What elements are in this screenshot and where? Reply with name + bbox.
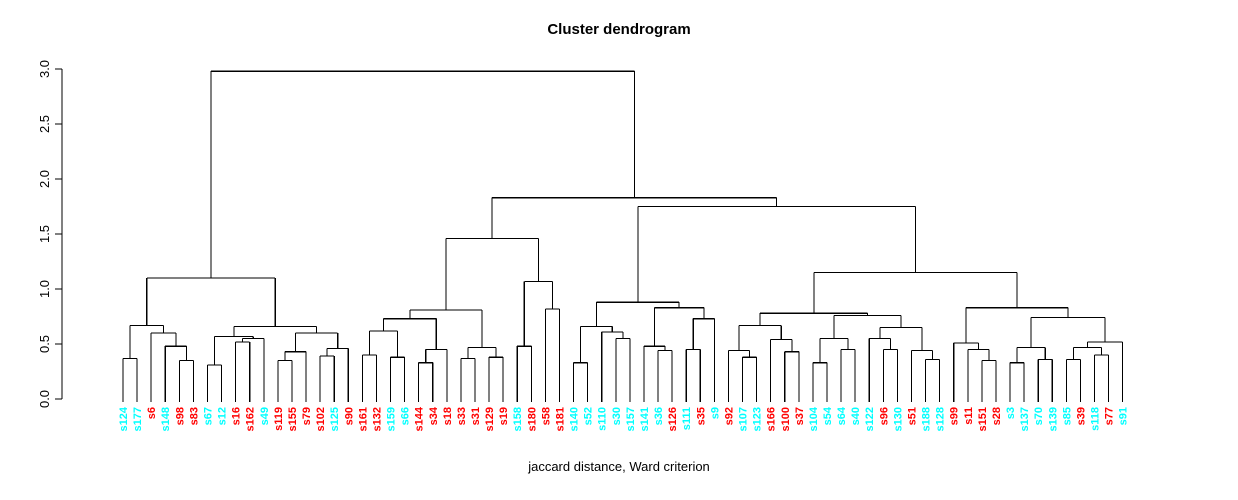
- leaf-label: s37: [794, 407, 806, 425]
- leaf-label: s39: [1075, 407, 1087, 425]
- leaf-label: s58: [540, 407, 552, 425]
- leaf-label: s144: [414, 406, 426, 431]
- leaf-label: s140: [569, 407, 581, 431]
- leaf-label: s161: [357, 407, 369, 431]
- leaf-label: s124: [118, 406, 130, 431]
- leaf-label: s16: [231, 407, 243, 425]
- leaf-label: s19: [498, 407, 510, 425]
- leaf-label: s3: [1005, 407, 1017, 419]
- leaf-label: s91: [1118, 407, 1130, 425]
- leaf-label: s6: [146, 407, 158, 419]
- leaf-label: s125: [329, 407, 341, 431]
- leaf-label: s33: [456, 407, 468, 425]
- leaf-label: s137: [1019, 407, 1031, 431]
- leaf-label: s40: [850, 407, 862, 425]
- leaf-label: s181: [554, 407, 566, 431]
- leaf-label: s36: [653, 407, 665, 425]
- leaf-label: s139: [1047, 407, 1059, 431]
- leaf-label: s119: [273, 407, 285, 431]
- y-tick-label: 1.0: [37, 280, 52, 298]
- leaf-label: s77: [1104, 407, 1116, 425]
- leaf-label: s11: [963, 407, 975, 425]
- y-tick-label: 2.0: [37, 170, 52, 188]
- y-tick-label: 0.5: [37, 335, 52, 353]
- leaf-label: s70: [1033, 407, 1045, 425]
- leaf-label: s166: [766, 407, 778, 431]
- leaf-label: s51: [906, 407, 918, 425]
- leaf-label: s92: [723, 407, 735, 425]
- leaf-label: s79: [301, 407, 313, 425]
- leaf-label: s128: [935, 407, 947, 431]
- leaf-label: s118: [1090, 407, 1102, 431]
- y-tick-label: 0.0: [37, 390, 52, 408]
- y-axis: 0.0 0.5 1.0 1.5 2.0 2.5 3.0: [37, 60, 63, 408]
- dendrogram-lines: [122, 70, 1124, 402]
- leaf-label: s159: [386, 407, 398, 431]
- leaf-label: s67: [202, 407, 214, 425]
- plot-caption: jaccard distance, Ward criterion: [528, 459, 710, 474]
- y-tick-label: 1.5: [37, 225, 52, 243]
- leaf-label: s98: [174, 407, 186, 425]
- leaf-label: s148: [160, 407, 172, 431]
- leaf-label: s96: [878, 407, 890, 425]
- leaf-label: s132: [371, 407, 383, 431]
- leaf-label: s66: [400, 407, 412, 425]
- leaf-label: s177: [132, 407, 144, 431]
- leaf-label: s102: [315, 407, 327, 431]
- leaf-label: s123: [752, 407, 764, 431]
- leaf-label: s129: [484, 407, 496, 431]
- leaf-label: s151: [977, 407, 989, 431]
- leaf-label: s18: [442, 407, 454, 425]
- leaf-label: s28: [991, 407, 1003, 425]
- leaf-label: s9: [709, 407, 721, 419]
- leaf-label: s110: [597, 407, 609, 431]
- leaf-label: s54: [822, 406, 834, 425]
- plot-title: Cluster dendrogram: [547, 21, 691, 38]
- y-tick-label: 3.0: [37, 60, 52, 78]
- leaf-label: s49: [259, 407, 271, 425]
- leaf-label: s100: [780, 407, 792, 431]
- leaf-label: s90: [343, 407, 355, 425]
- leaf-label: s126: [667, 407, 679, 431]
- leaf-label: s99: [949, 407, 961, 425]
- leaf-label: s30: [611, 407, 623, 425]
- leaf-label: s141: [639, 407, 651, 431]
- leaf-label: s158: [512, 407, 524, 431]
- leaf-label: s188: [921, 407, 933, 431]
- leaf-label: s34: [428, 406, 440, 425]
- leaf-label: s35: [695, 407, 707, 425]
- leaf-label: s85: [1061, 407, 1073, 425]
- leaf-label: s52: [583, 407, 595, 425]
- leaf-label: s12: [217, 407, 229, 425]
- leaf-label: s130: [892, 407, 904, 431]
- leaf-label: s64: [836, 406, 848, 425]
- leaf-label: s162: [245, 407, 257, 431]
- leaf-label: s104: [808, 406, 820, 431]
- leaf-label: s157: [625, 407, 637, 431]
- leaf-label: s107: [738, 407, 750, 431]
- leaf-label: s180: [526, 407, 538, 431]
- leaf-label: s31: [470, 407, 482, 425]
- leaf-label: s83: [188, 407, 200, 425]
- leaf-label: s122: [864, 407, 876, 431]
- leaf-label: s155: [287, 407, 299, 431]
- y-tick-label: 2.5: [37, 115, 52, 133]
- leaf-label: s111: [681, 407, 693, 430]
